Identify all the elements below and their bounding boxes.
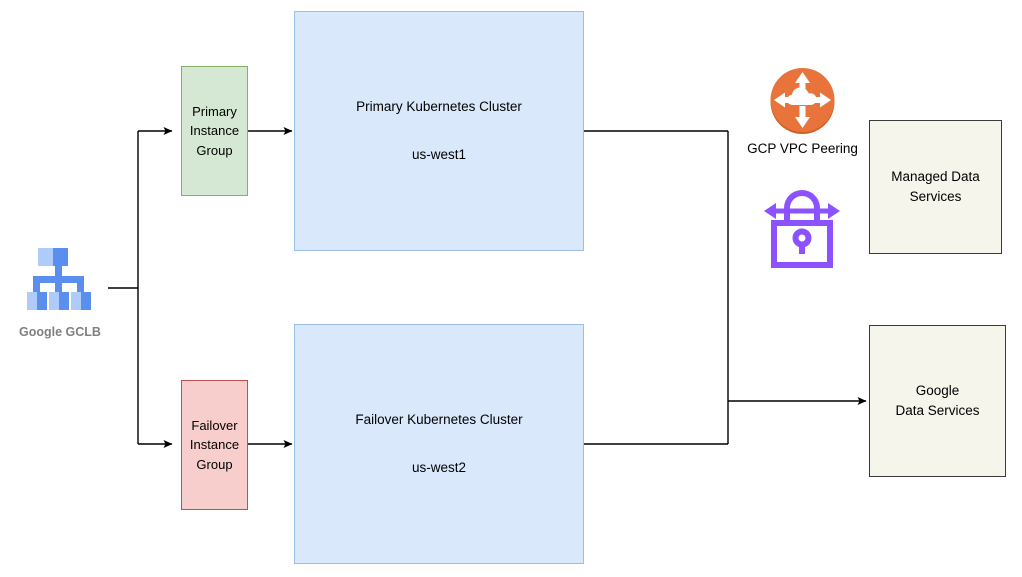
failover-cluster-region: us-west2 [411,460,467,475]
primary-ig-line-3: Group [196,142,233,158]
primary-kubernetes-cluster-node[interactable]: Primary Kubernetes Cluster us-west1 [294,11,584,251]
managed-data-services-line-1: Managed Data [891,169,980,185]
google-data-services-line-2: Data Services [895,403,980,418]
gclb-label: Google GCLB [19,325,101,339]
connector-clusters-bus [584,130,729,445]
managed-data-services-line-2: Services [909,189,962,204]
primary-ig-line-1: Primary [192,103,237,119]
failover-kubernetes-cluster-node[interactable]: Failover Kubernetes Cluster us-west2 [294,324,584,564]
vpc-peering-router-icon [766,64,839,137]
primary-cluster-name: Primary Kubernetes Cluster [356,99,522,115]
failover-ig-line-3: Group [196,456,233,472]
managed-data-services-node[interactable]: Managed Data Services [869,120,1002,254]
vpc-peering-label: GCP VPC Peering [747,141,858,156]
primary-instance-group-node[interactable]: Primary Instance Group [181,66,248,196]
connector-gclb-split [108,131,139,444]
google-data-services-node[interactable]: Google Data Services [869,325,1006,477]
failover-cluster-name: Failover Kubernetes Cluster [355,412,523,428]
google-data-services-line-1: Google [915,383,960,399]
failover-ig-line-2: Instance [189,437,240,453]
primary-ig-line-2: Instance [189,123,240,139]
secure-lock-icon [762,175,842,270]
google-cloud-load-balancer-icon [24,248,94,310]
primary-cluster-region: us-west1 [411,147,467,162]
failover-ig-line-1: Failover [191,417,238,433]
failover-instance-group-node[interactable]: Failover Instance Group [181,380,248,510]
